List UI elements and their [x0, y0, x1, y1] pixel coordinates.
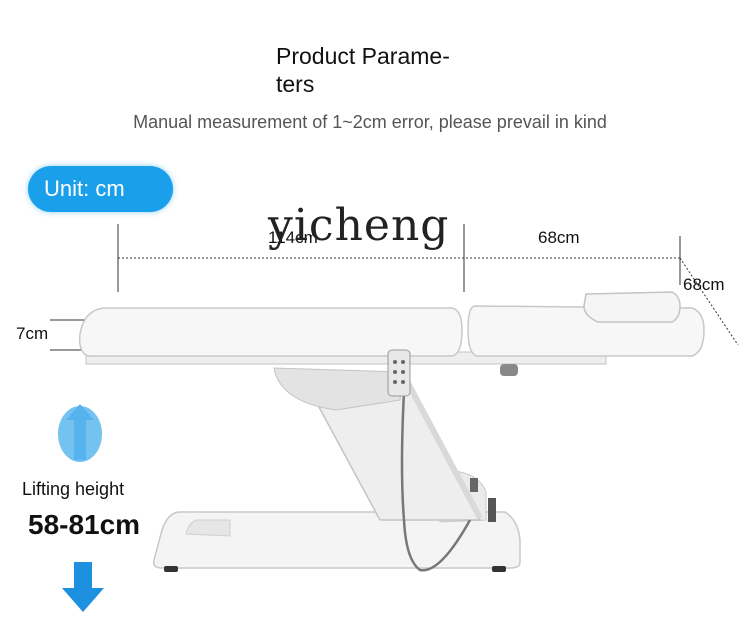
- up-arrow-icon: [58, 404, 102, 462]
- length-main-label: 114cm: [268, 228, 318, 247]
- arrow-down-icon: [62, 562, 104, 612]
- title-line-1: Product Parame-: [276, 43, 450, 69]
- unit-badge: [28, 166, 173, 212]
- remote-cable: [400, 391, 472, 572]
- watermark: yicheng: [268, 200, 450, 251]
- headrest-pillow: [583, 291, 681, 323]
- lifting-column: [273, 367, 483, 521]
- width-label: 68cm: [683, 275, 725, 294]
- length-head-label: 68cm: [538, 228, 580, 247]
- remote-control-icon: [387, 349, 411, 397]
- unit-badge-label: Unit: cm: [44, 176, 125, 201]
- title-line-2: ters: [276, 71, 315, 97]
- thickness-label: 7cm: [16, 324, 49, 343]
- body-cushion: [78, 307, 463, 357]
- page-title: Product Parame- ters: [276, 42, 476, 98]
- lifting-height-value: 58-81cm: [28, 509, 141, 540]
- measurement-note: Manual measurement of 1~2cm error, pleas…: [133, 112, 607, 132]
- lifting-height-label: Lifting height: [22, 479, 125, 499]
